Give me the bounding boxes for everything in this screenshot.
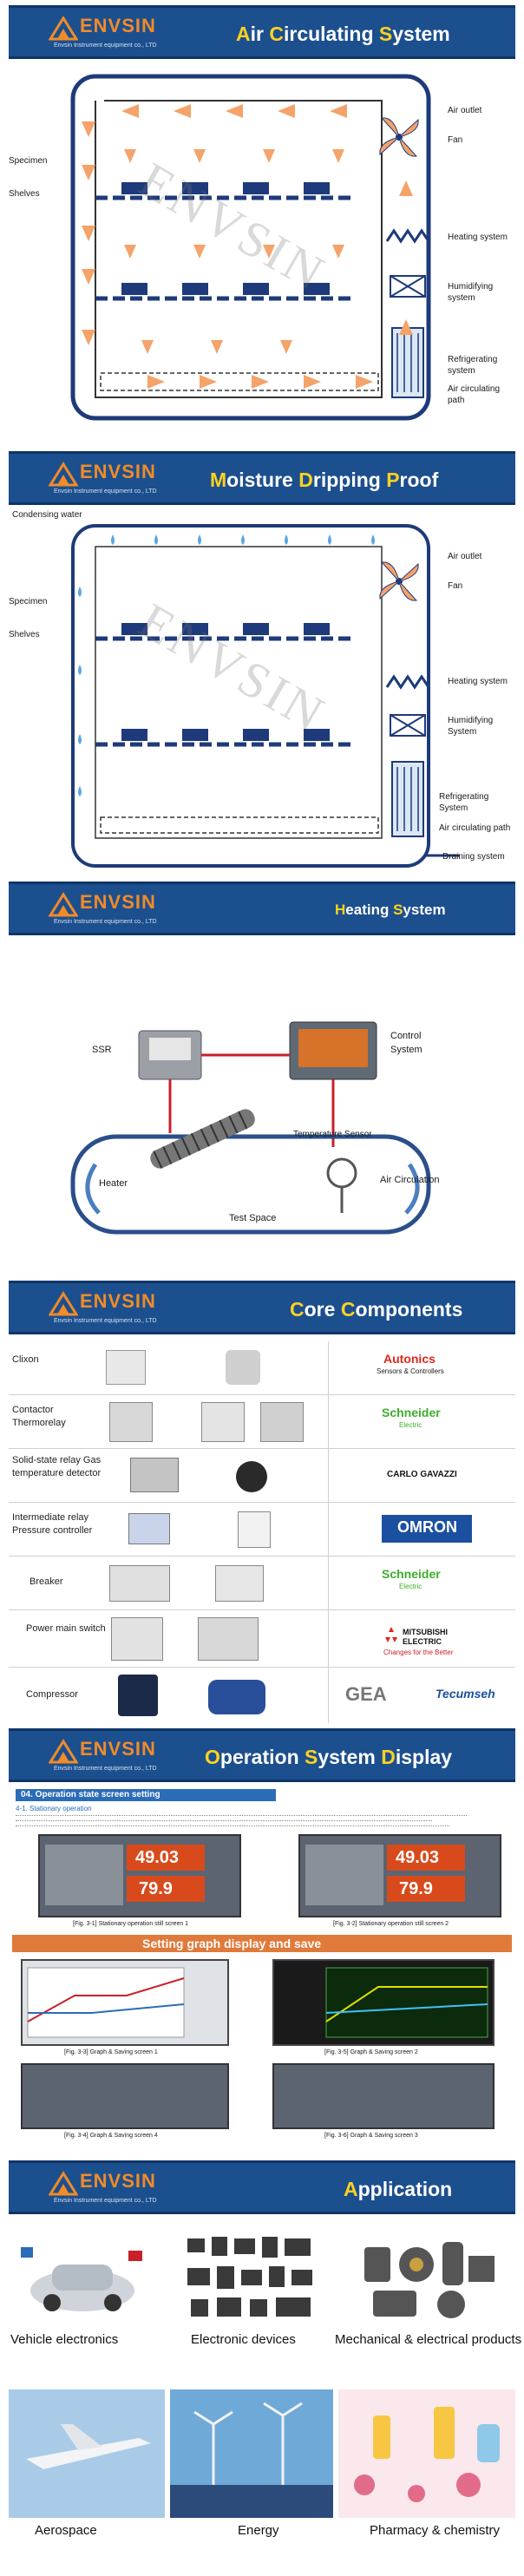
label-specimen: Specimen [9, 597, 48, 606]
components-table: Clixon Autonics Sensors & Controllers Co… [0, 1341, 524, 1723]
graph-banner-text: Setting graph display and save [142, 1937, 322, 1950]
section-title: Operation System Display [205, 1746, 453, 1768]
component-name: Intermediate relay Pressure controller [12, 1512, 93, 1536]
label-humidifying-system: Humidifying System [448, 716, 494, 737]
envsin-logo: ENVSIN Envsin Instrument equipment co., … [49, 2170, 179, 2210]
label-temperature-sensor: Temperature Sensor [293, 1130, 372, 1139]
component-name: Breaker [29, 1576, 63, 1587]
moisture-diagram: ENVSIN Condensing water Specimen Shelves… [9, 508, 515, 876]
mechanical-products-image [356, 2230, 503, 2325]
envsin-logo: ENVSIN Envsin Instrument equipment co., … [49, 1290, 179, 1330]
component-row: Power main switch MITSUBISHI ELECTRIC Ch… [9, 1610, 515, 1668]
label-heater: Heater [99, 1178, 128, 1189]
mitsubishi-icon [385, 1627, 397, 1642]
operation-subheading: 4-1. Stationary operation [16, 1805, 92, 1812]
component-name: Compressor [26, 1689, 78, 1700]
application-label: Vehicle electronics [10, 2332, 119, 2347]
component-name: Contactor Thermorelay [12, 1405, 66, 1428]
application-label: Aerospace [35, 2523, 97, 2538]
brand-logo: Schneider [382, 1567, 441, 1581]
component-row: Breaker Schneider Electric [9, 1557, 515, 1610]
brand-logo-gea: GEA [345, 1683, 387, 1705]
label-refrigerating-system: Refrigerating System [439, 792, 489, 813]
component-row: Contactor Thermorelay Schneider Electric [9, 1395, 515, 1449]
brand-logo: CARLO GAVAZZI [387, 1470, 457, 1479]
component-name: Power main switch [26, 1623, 106, 1634]
label-shelves: Shelves [9, 630, 40, 639]
section-banner: ENVSIN Envsin Instrument equipment co., … [9, 5, 515, 59]
label-test-space: Test Space [229, 1213, 277, 1223]
label-refrigerating-system: Refrigerating system [448, 355, 498, 376]
air-circulation-diagram: ENVSIN Specimen Shelves Air outlet Fan H… [9, 68, 515, 425]
component-name: Solid-state relay Gas temperature detect… [12, 1455, 102, 1478]
brand-tagline: Changes for the Better [383, 1649, 454, 1656]
label-air-path: Air circulating path [448, 384, 501, 405]
still-screen-1: 49.03 79.9 [38, 1834, 241, 1917]
section-banner: ENVSIN Envsin Instrument equipment co., … [9, 882, 515, 935]
component-row: Intermediate relay Pressure controller O… [9, 1503, 515, 1557]
application-label: Energy [238, 2523, 279, 2538]
still-screen-2: 49.03 79.9 [298, 1834, 501, 1917]
envsin-logo: ENVSIN Envsin Instrument equipment co., … [49, 891, 179, 931]
envsin-logo: ENVSIN Envsin Instrument equipment co., … [49, 1738, 179, 1778]
section-banner: ENVSIN Envsin Instrument equipment co., … [9, 2160, 515, 2214]
graph-screen-3 [21, 2063, 229, 2129]
electronic-devices-image [182, 2230, 321, 2325]
heating-diagram: SSR Control System Temperature Sensor He… [9, 942, 515, 1275]
label-air-outlet: Air outlet [448, 552, 482, 561]
label-draining-system: Draining system [442, 852, 505, 862]
operation-screens: 04. Operation state screen setting 4-1. … [12, 1787, 512, 2148]
operation-heading: 04. Operation state screen setting [21, 1790, 160, 1799]
graph-screen-2 [272, 1959, 495, 2046]
brand-logo: MITSUBISHI ELECTRIC [403, 1628, 449, 1646]
graph-screen-1 [21, 1959, 229, 2046]
application-label: Mechanical & electrical products [335, 2332, 522, 2347]
label-heating-system: Heating system [448, 233, 508, 242]
label-heating-system: Heating system [448, 677, 508, 686]
pharmacy-chemistry-image [338, 2389, 515, 2518]
application-label: Pharmacy & chemistry [370, 2523, 501, 2538]
component-name: Clixon [12, 1354, 39, 1365]
energy-image [170, 2389, 333, 2518]
envsin-logo: ENVSIN Envsin Instrument equipment co., … [49, 461, 179, 501]
section-banner: ENVSIN Envsin Instrument equipment co., … [9, 451, 515, 505]
label-air-path: Air circulating path [439, 823, 511, 833]
label-condensing-water: Condensing water [12, 510, 82, 520]
graph-banner [12, 1935, 512, 1952]
section-title: Moisture Dripping Proof [210, 469, 439, 491]
envsin-logo: ENVSIN Envsin Instrument equipment co., … [49, 15, 179, 55]
section-banner: ENVSIN Envsin Instrument equipment co., … [9, 1728, 515, 1782]
component-row: Solid-state relay Gas temperature detect… [9, 1449, 515, 1503]
vehicle-electronics-image [17, 2230, 147, 2325]
section-title: Air Circulating System [236, 23, 450, 45]
brand-logo-tecumseh: Tecumseh [436, 1687, 495, 1701]
aerospace-image [9, 2389, 165, 2518]
label-humidifying-system: Humidifying system [448, 282, 494, 303]
label-fan: Fan [448, 135, 463, 145]
label-fan: Fan [448, 581, 463, 591]
brand-logo: Autonics [383, 1352, 436, 1366]
application-label: Electronic devices [191, 2332, 296, 2347]
brand-tagline: Electric [399, 1583, 422, 1590]
brand-tagline: Sensors & Controllers [377, 1367, 444, 1375]
brand-logo: OMRON [397, 1518, 457, 1536]
section-title: Core Components [290, 1298, 463, 1321]
application-grid: Vehicle electronics Electronic devices M… [9, 2225, 521, 2572]
component-row: Compressor GEA Tecumseh [9, 1668, 515, 1723]
component-row: Clixon Autonics Sensors & Controllers [9, 1341, 515, 1395]
label-shelves: Shelves [9, 189, 40, 199]
brand-logo: Schneider [382, 1406, 441, 1419]
section-title: Heating System [335, 901, 446, 918]
label-control-system: Control System [390, 1031, 422, 1055]
section-title: Application [344, 2178, 453, 2200]
label-ssr: SSR [92, 1045, 112, 1055]
section-banner: ENVSIN Envsin Instrument equipment co., … [9, 1281, 515, 1334]
label-air-outlet: Air outlet [448, 106, 482, 115]
label-specimen: Specimen [9, 156, 48, 166]
graph-screen-4 [272, 2063, 495, 2129]
brand-tagline: Electric [399, 1421, 422, 1429]
label-air-circulation: Air Circulation [380, 1175, 440, 1185]
